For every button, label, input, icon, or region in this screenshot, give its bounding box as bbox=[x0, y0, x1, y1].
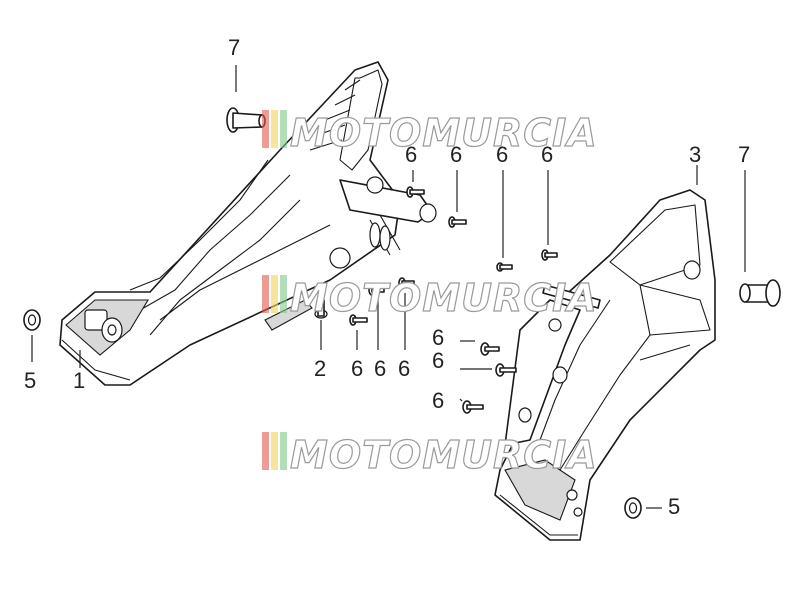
part-7-pin-right bbox=[739, 279, 781, 307]
callout-5-right: 5 bbox=[668, 494, 680, 519]
callout-5-left: 5 bbox=[24, 368, 36, 393]
callout-2: 2 bbox=[314, 356, 326, 381]
screw bbox=[495, 363, 517, 377]
callout-7-left: 7 bbox=[228, 35, 240, 60]
part-6-screw-group bbox=[349, 186, 558, 414]
screw bbox=[541, 249, 558, 261]
watermark-middle: MOTOMURCIA bbox=[262, 275, 598, 321]
part-1-left-footrest-bracket bbox=[59, 61, 437, 386]
callout-labels: 7 7 3 5 5 1 2 6 6 6 6 6 6 6 6 6 6 bbox=[24, 35, 750, 519]
callout-1: 1 bbox=[73, 368, 85, 393]
callout-6-bottom-a: 6 bbox=[351, 356, 363, 381]
screw bbox=[448, 216, 467, 228]
part-5-washer-right bbox=[624, 497, 642, 519]
screw bbox=[398, 277, 415, 289]
screw bbox=[496, 262, 513, 272]
watermark-text: MOTOMURCIA bbox=[290, 276, 598, 320]
screw bbox=[480, 342, 500, 356]
screw bbox=[349, 314, 368, 326]
leader-lines bbox=[31, 65, 746, 509]
callout-6-top-c: 6 bbox=[496, 142, 508, 167]
screw bbox=[406, 186, 425, 198]
callout-6-mid-a: 6 bbox=[432, 325, 444, 350]
watermark-bottom: MOTOMURCIA bbox=[262, 432, 598, 478]
callout-6-mid-c: 6 bbox=[432, 388, 444, 413]
screw bbox=[368, 284, 385, 296]
screw bbox=[462, 400, 484, 414]
part-3-right-footrest-bracket bbox=[494, 189, 716, 541]
callout-6-top-d: 6 bbox=[541, 142, 553, 167]
callout-3: 3 bbox=[689, 142, 701, 167]
callout-6-mid-b: 6 bbox=[432, 348, 444, 373]
callout-6-bottom-c: 6 bbox=[398, 356, 410, 381]
watermark-text: MOTOMURCIA bbox=[290, 111, 598, 155]
part-2-bolt bbox=[264, 299, 328, 331]
callout-7-right: 7 bbox=[738, 142, 750, 167]
callout-6-top-b: 6 bbox=[450, 142, 462, 167]
watermark-text: MOTOMURCIA bbox=[290, 433, 598, 477]
callout-6-bottom-b: 6 bbox=[374, 356, 386, 381]
part-7-pin-left bbox=[226, 107, 266, 133]
callout-6-top-a: 6 bbox=[405, 142, 417, 167]
watermark-top: MOTOMURCIA bbox=[262, 110, 598, 156]
part-5-washer-left bbox=[23, 309, 41, 331]
